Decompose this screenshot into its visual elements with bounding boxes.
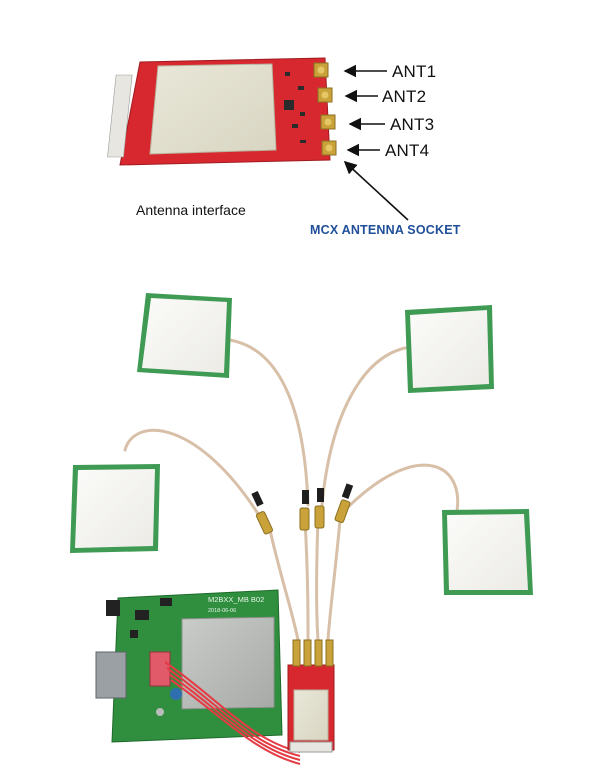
antenna-patch-1: [137, 293, 232, 378]
rfid-module-top: [107, 57, 337, 166]
mcx-socket-1: [313, 62, 329, 78]
ant3-label: ANT3: [390, 115, 435, 134]
ant2-label: ANT2: [382, 87, 427, 106]
pin-header: [107, 74, 133, 158]
mcx-socket-4: [321, 140, 337, 156]
ant1-label: ANT1: [392, 62, 437, 81]
antenna-patch-4: [442, 509, 533, 595]
mcx-socket-label: MCX ANTENNA SOCKET: [310, 223, 461, 237]
ant4-label: ANT4: [385, 141, 430, 160]
mcx-socket-2: [317, 87, 333, 103]
antenna-patch-3: [70, 464, 160, 553]
carrier-board: M2BXX_MB B02 2018-06-06: [95, 589, 283, 743]
cable-adapters: [251, 483, 354, 535]
board-silk-label: M2BXX_MB B02: [208, 595, 264, 604]
mcx-socket-3: [320, 114, 336, 130]
ribbon-cable: [164, 661, 301, 765]
module-components: [284, 72, 306, 143]
antenna-interface-caption: Antenna interface: [136, 202, 246, 218]
rfid-module-bottom: [287, 639, 335, 753]
arrow-mcx-socket: [343, 160, 409, 221]
coax-cables: [123, 338, 460, 642]
antenna-patch-2: [405, 305, 494, 393]
board-date-label: 2018-06-06: [208, 608, 236, 614]
